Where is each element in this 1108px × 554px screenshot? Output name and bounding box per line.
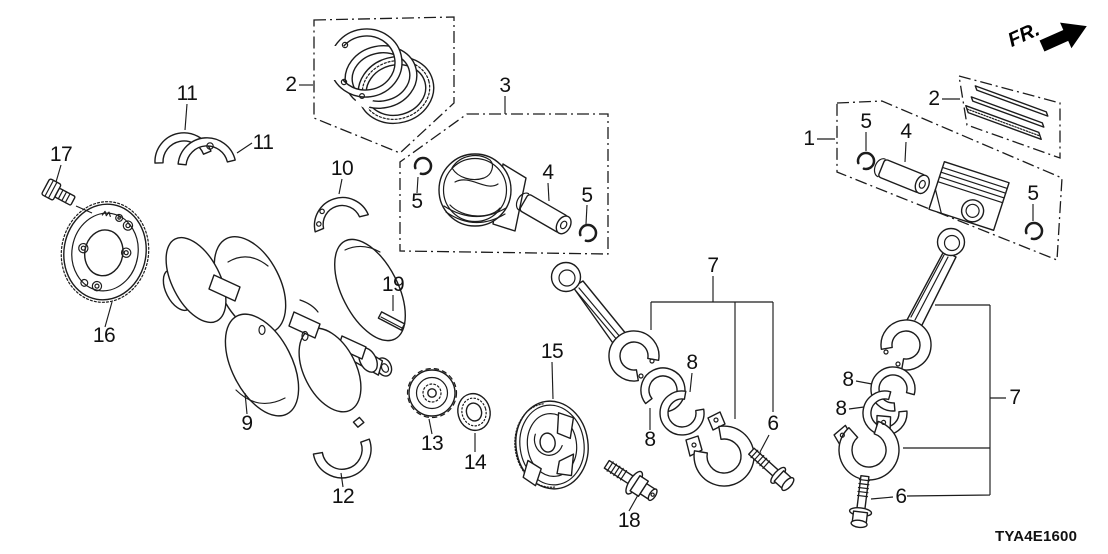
- thrust-washer-pair-drawing: [154, 132, 236, 166]
- rod-bolt-right-drawing: [848, 474, 873, 529]
- callout-19: 19: [381, 273, 405, 296]
- callout-17: 17: [49, 143, 73, 166]
- pin-clip-drawing-d: [1024, 221, 1044, 241]
- callout-14: 14: [463, 451, 487, 474]
- leader-lines: [55, 84, 1034, 512]
- piston-pin-right-drawing: [873, 158, 930, 195]
- crank-pulley-drawing: [514, 400, 589, 490]
- callout-2b: 2: [928, 87, 940, 110]
- callout-13: 13: [420, 432, 444, 455]
- callout-8b: 8: [644, 428, 656, 451]
- callout-4b: 4: [900, 120, 912, 143]
- box-ring-set-right: [958, 75, 1061, 159]
- callout-1: 1: [803, 127, 815, 150]
- callout-16: 16: [92, 324, 116, 347]
- timing-gear-drawing: [406, 367, 458, 419]
- callout-11b: 11: [252, 131, 274, 154]
- piston-pin-left-drawing: [515, 192, 572, 235]
- callout-5b: 5: [581, 184, 593, 207]
- box-piston-kit-right: [836, 100, 1063, 261]
- bracket-lines: [650, 276, 1006, 497]
- piston-side-view-drawing: [928, 161, 1010, 231]
- callout-8a: 8: [686, 351, 698, 374]
- callout-15: 15: [540, 340, 564, 363]
- rod-bolt-center-drawing: [748, 447, 795, 492]
- pin-clip-drawing-c: [856, 151, 876, 171]
- callout-11a: 11: [176, 82, 198, 105]
- drive-plate-bolt-drawing: [41, 178, 93, 214]
- pin-clip-drawing-b: [578, 223, 598, 243]
- callout-12: 12: [331, 485, 355, 508]
- rod-cap-center-drawing: [685, 411, 755, 487]
- callout-3: 3: [499, 74, 511, 97]
- callout-8d: 8: [835, 397, 847, 420]
- rod-cap-right-drawing: [833, 414, 900, 481]
- callout-5d: 5: [1027, 182, 1039, 205]
- rod-bearing-pair-center-drawing: [640, 367, 705, 436]
- crankshaft-key-drawing: [377, 311, 406, 331]
- callout-18: 18: [617, 509, 641, 532]
- callout-6a: 6: [767, 412, 779, 435]
- pulley-bolt-drawing: [603, 459, 658, 502]
- drive-plate-drawing: [60, 201, 150, 303]
- callout-7b: 7: [1009, 386, 1021, 409]
- fr-direction-arrow: [1039, 22, 1087, 52]
- callout-5c: 5: [860, 110, 872, 133]
- main-bearing-lower-drawing: [312, 416, 372, 479]
- piston-top-view-drawing: [438, 153, 527, 232]
- connecting-rod-left-drawing: [550, 261, 660, 382]
- main-bearing-upper-drawing: [313, 196, 369, 233]
- diagram-code-label: TYA4E1600: [995, 528, 1078, 545]
- box-piston-kit-left: [399, 113, 609, 255]
- callout-6b: 6: [895, 485, 907, 508]
- box-ring-set-left: [313, 16, 455, 154]
- callout-8c: 8: [842, 368, 854, 391]
- callout-9: 9: [241, 412, 253, 435]
- callout-7a: 7: [707, 254, 719, 277]
- pulley-washer-drawing: [457, 392, 491, 432]
- ring-set-side-view-drawing: [965, 85, 1049, 141]
- callout-4a: 4: [542, 161, 554, 184]
- connecting-rod-right-drawing: [880, 227, 966, 371]
- callout-10: 10: [330, 157, 354, 180]
- crankshaft-drawing: [162, 236, 406, 417]
- pin-clip-drawing-a: [413, 156, 433, 176]
- callout-2a: 2: [285, 73, 297, 96]
- group-boxes: [313, 16, 1063, 261]
- callout-5a: 5: [411, 190, 423, 213]
- piston-ring-set-drawing: [328, 28, 435, 125]
